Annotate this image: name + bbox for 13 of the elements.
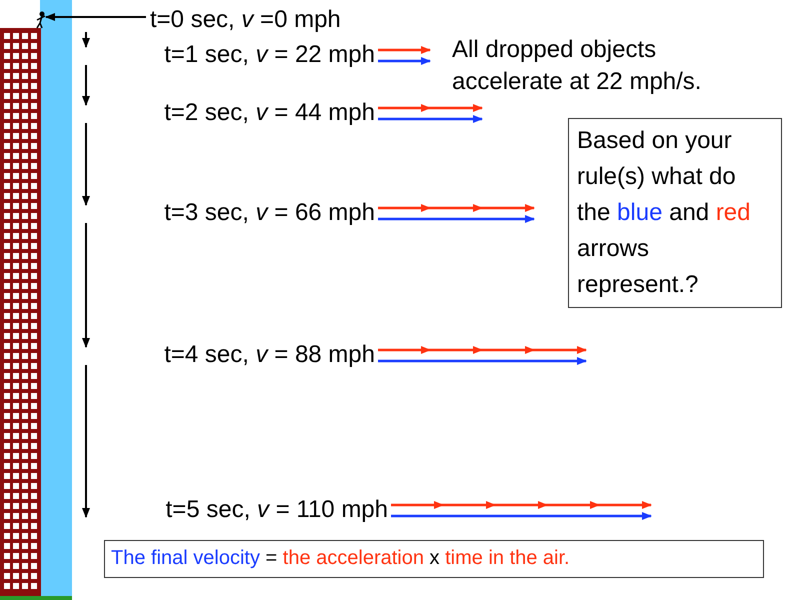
formula-text: The final velocity = the acceleration x time in the air.	[111, 546, 571, 571]
time-velocity-label: t=1 sec, v = 22 mph	[164, 41, 375, 69]
arrow	[45, 13, 146, 21]
question-box	[568, 118, 782, 308]
time-velocity-label: t=4 sec, v = 88 mph	[164, 341, 375, 369]
person-icon	[36, 12, 46, 29]
question-text: Based on your rule(s) what do the blue and red arrows represent.?	[577, 126, 752, 300]
time-velocity-label: t=0 sec, v =0 mph	[150, 6, 341, 34]
note-text: All dropped objects accelerate at 22 mph/s.	[452, 35, 702, 97]
time-velocity-label: t=5 sec, v = 110 mph	[166, 496, 388, 524]
time-velocity-label: t=3 sec, v = 66 mph	[164, 199, 375, 227]
time-velocity-label: t=2 sec, v = 44 mph	[164, 99, 375, 127]
formula-box	[104, 540, 764, 578]
